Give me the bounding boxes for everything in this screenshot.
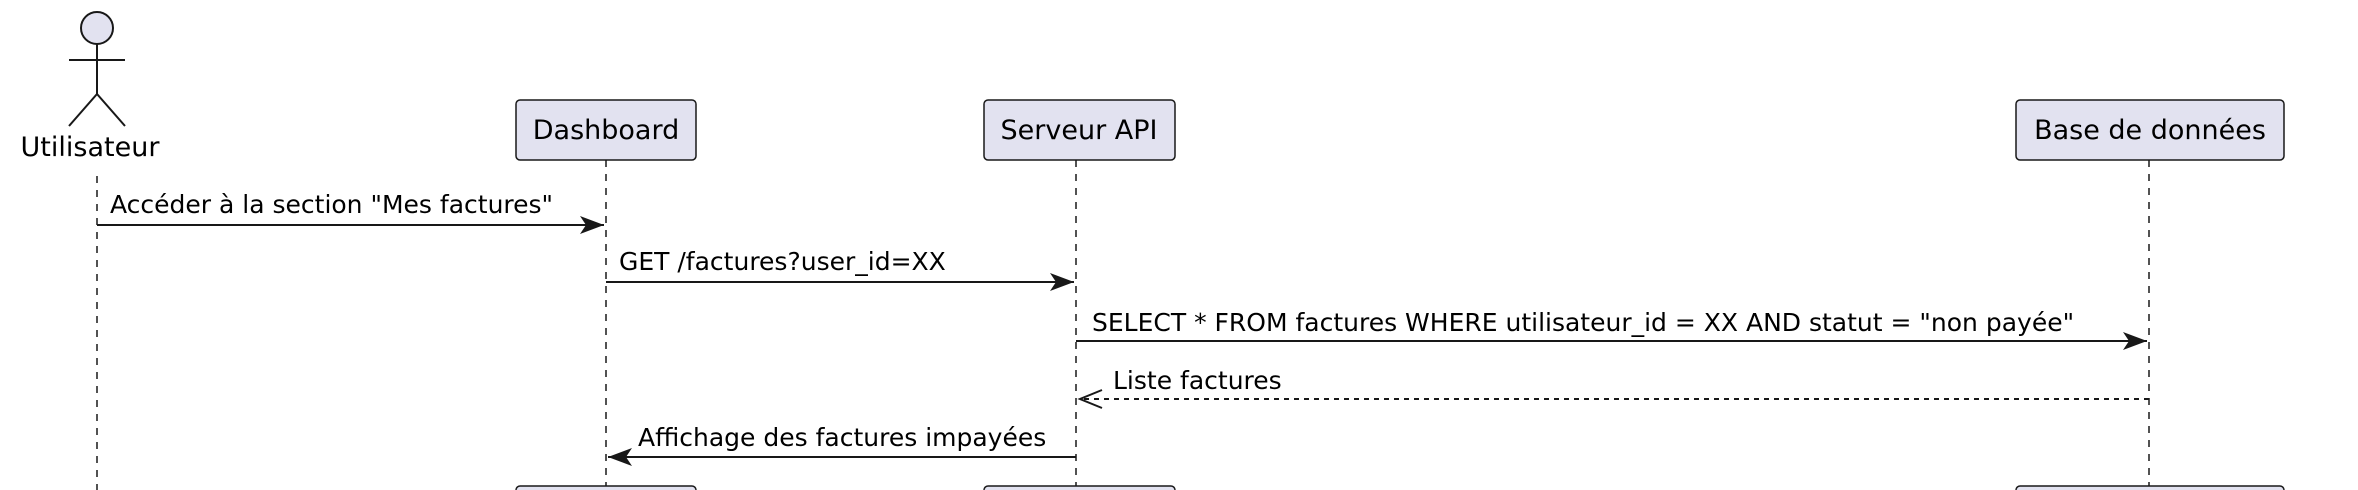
- message-label: Affichage des factures impayées: [638, 423, 1046, 452]
- arrow-head-icon: [608, 448, 632, 466]
- actor-utilisateur: Utilisateur: [21, 11, 161, 163]
- message-acceder-mes-factures: Accéder à la section "Mes factures": [97, 190, 604, 234]
- arrow-head-icon: [580, 216, 604, 234]
- message-label: Accéder à la section "Mes factures": [110, 190, 553, 219]
- participant-box: [983, 99, 1176, 161]
- participant-label: Dashboard: [533, 115, 679, 146]
- arrow-head-icon: [1077, 389, 1103, 409]
- message-select-query: SELECT * FROM factures WHERE utilisateur…: [1076, 308, 2147, 350]
- actor-leg-left: [68, 93, 98, 127]
- arrow-head-icon: [2123, 332, 2147, 350]
- actor-head-icon: [80, 11, 114, 45]
- participant-serveur-api: Serveur API: [983, 99, 1176, 161]
- participant-label: Serveur API: [1001, 115, 1158, 146]
- actor-leg-right: [96, 93, 126, 127]
- arrow-head-icon: [1050, 273, 1074, 291]
- participant-dashboard: Dashboard: [515, 99, 697, 161]
- message-label: Liste factures: [1113, 366, 1282, 395]
- participant-base-de-donnees: Base de données: [2015, 99, 2285, 161]
- participant-box-bottom-base-de-donnees: [2015, 485, 2285, 490]
- participant-box: [515, 99, 697, 161]
- message-liste-factures: Liste factures: [1077, 366, 2149, 409]
- participant-box: [2015, 99, 2285, 161]
- message-affichage-factures-impayees: Affichage des factures impayées: [608, 423, 1076, 466]
- message-label: GET /factures?user_id=XX: [619, 247, 946, 276]
- message-get-factures: GET /factures?user_id=XX: [606, 247, 1074, 291]
- participant-box-bottom-serveur-api: [983, 485, 1176, 490]
- participant-box-bottom-dashboard: [515, 485, 697, 490]
- actor-label: Utilisateur: [21, 132, 161, 163]
- message-label: SELECT * FROM factures WHERE utilisateur…: [1092, 308, 2074, 337]
- participant-label: Base de données: [2034, 115, 2266, 146]
